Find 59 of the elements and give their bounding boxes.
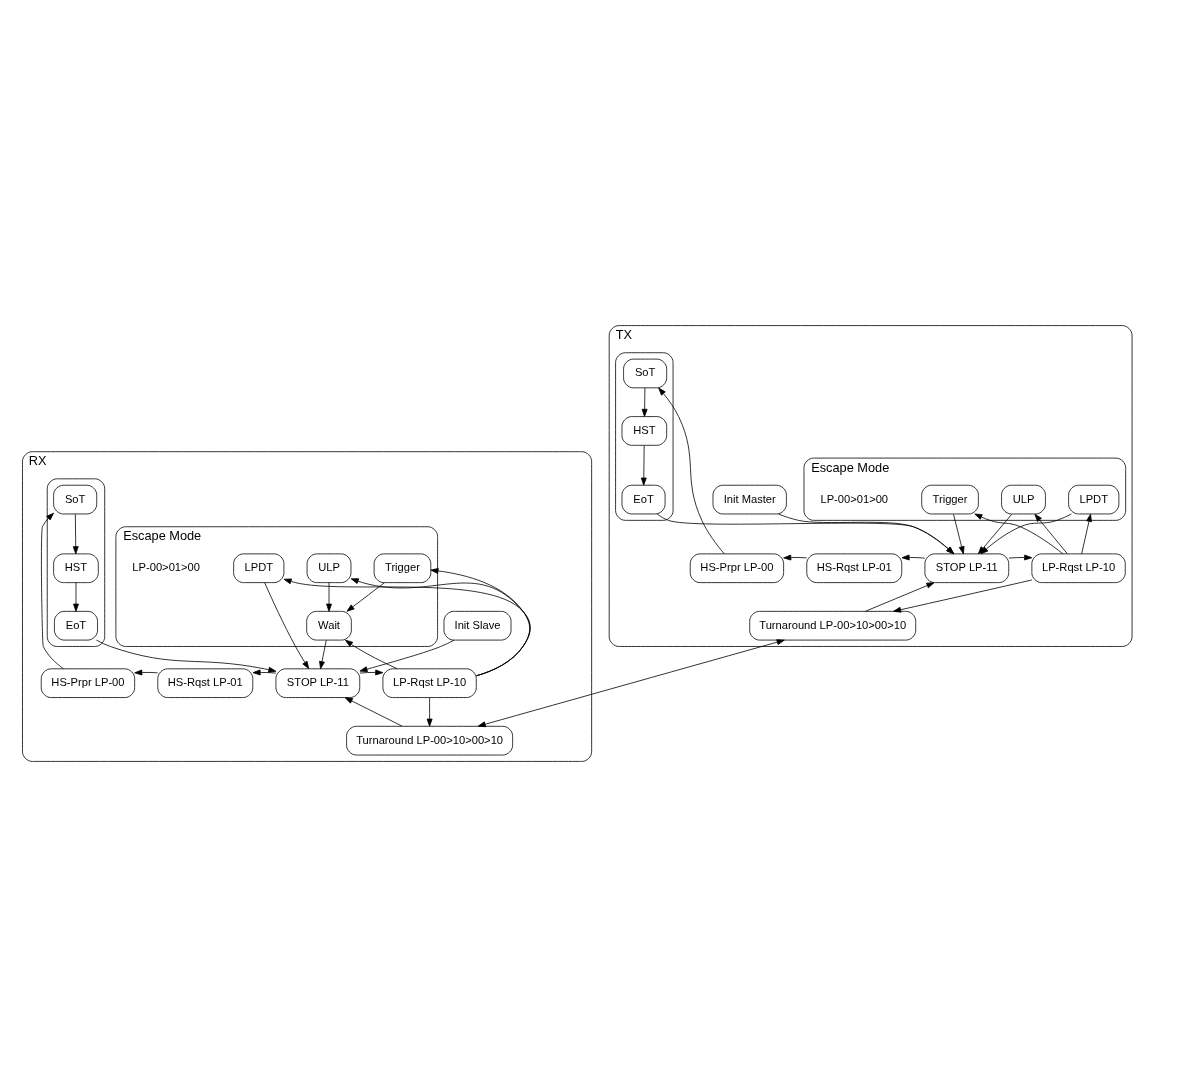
node-box: LPDT xyxy=(233,553,285,583)
node-box: SoT xyxy=(53,484,98,515)
arrow xyxy=(477,639,785,728)
arrow xyxy=(283,578,531,677)
arrow xyxy=(953,513,965,555)
node-box: Trigger xyxy=(921,484,979,515)
node-box: Turnaround LP-00>10>00>10 xyxy=(346,725,513,756)
arrow xyxy=(1081,513,1092,555)
node-box: SoT xyxy=(623,358,668,389)
arrow xyxy=(1034,513,1068,555)
arrow xyxy=(264,582,310,670)
node-box: Init Slave xyxy=(443,610,512,641)
arrow xyxy=(134,669,158,676)
node-box: Init Master xyxy=(712,484,787,515)
arrow xyxy=(1008,554,1033,561)
arrow xyxy=(778,513,955,555)
node-box: LPDT xyxy=(1068,484,1120,515)
node-box: LP-Rqst LP-10 xyxy=(1031,553,1126,583)
arrow xyxy=(252,669,277,676)
arrow xyxy=(96,639,277,673)
label: LP-00>01>00 xyxy=(132,561,200,574)
arrow xyxy=(345,639,398,670)
node-box: HST xyxy=(53,553,99,583)
arrow xyxy=(901,554,926,561)
node-box: HS-Rqst LP-01 xyxy=(806,553,903,583)
node-box: Turnaround LP-00>10>00>10 xyxy=(749,610,917,641)
arrow xyxy=(641,387,648,417)
arrow xyxy=(656,513,955,555)
arrow xyxy=(73,582,79,612)
arrow xyxy=(359,669,384,676)
cluster xyxy=(615,352,674,521)
arrow xyxy=(640,445,647,486)
arrow xyxy=(326,582,332,612)
node-box: STOP LP-11 xyxy=(275,668,361,698)
arrow xyxy=(359,639,455,673)
node-box: ULP xyxy=(1001,484,1046,515)
node-box: Wait xyxy=(306,610,352,641)
arrow xyxy=(319,639,327,670)
arrow xyxy=(893,579,1033,613)
node-box: STOP LP-11 xyxy=(924,553,1010,583)
node-box: HS-Prpr LP-00 xyxy=(689,553,784,583)
arrow xyxy=(350,578,531,677)
arrow xyxy=(865,582,935,612)
node-box: EoT xyxy=(621,484,666,515)
node-box: HST xyxy=(621,416,668,446)
node-box: LP-Rqst LP-10 xyxy=(382,668,477,698)
arrow xyxy=(72,513,79,555)
node-box: EoT xyxy=(54,610,98,641)
arrow xyxy=(344,697,403,727)
node-box: ULP xyxy=(306,553,352,583)
node-box: Trigger xyxy=(373,553,432,583)
arrow xyxy=(426,697,433,727)
arrow xyxy=(346,582,385,612)
node-box: HS-Prpr LP-00 xyxy=(40,668,136,698)
arrow xyxy=(41,512,64,670)
node-box: HS-Rqst LP-01 xyxy=(157,668,254,698)
label: LP-00>01>00 xyxy=(820,492,889,505)
arrow xyxy=(783,554,807,561)
arrow xyxy=(658,387,725,555)
